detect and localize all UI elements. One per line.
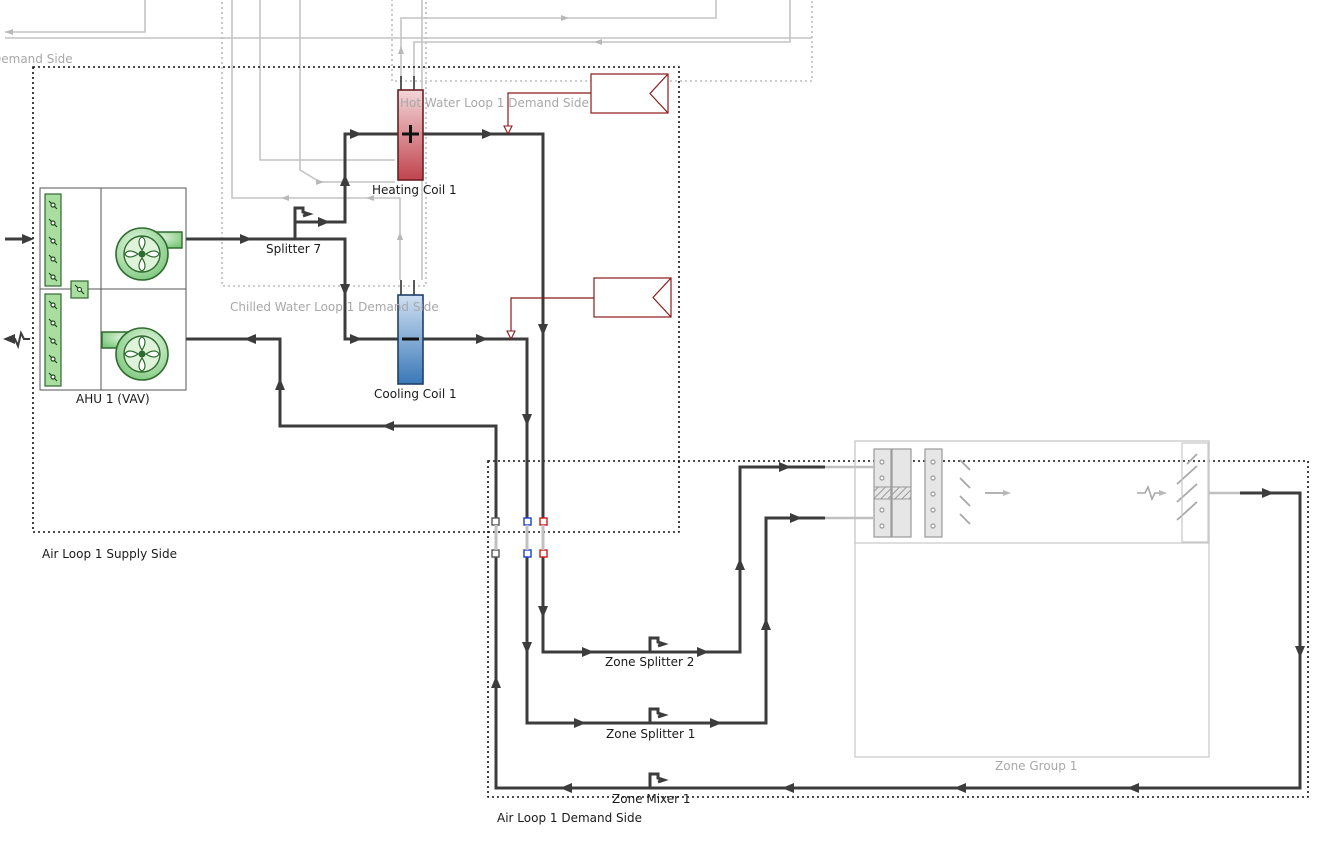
chilled-water-loop-label: Chilled Water Loop 1 Demand Side	[230, 300, 439, 314]
zone-splitter-2-icon[interactable]	[648, 636, 666, 654]
ahu-label: AHU 1 (VAV)	[76, 392, 150, 406]
cooling-coil[interactable]	[397, 280, 424, 385]
coil-heating-icon	[402, 125, 419, 143]
mixer-icon[interactable]	[648, 772, 666, 790]
zone-splitter-1-label: Zone Splitter 1	[606, 727, 695, 741]
cooling-coil-label: Cooling Coil 1	[374, 387, 457, 401]
outdoor-air-damper-icon	[44, 193, 62, 287]
zone-mixer-label: Zone Mixer 1	[612, 792, 691, 806]
demand-side-label: Air Loop 1 Demand Side	[497, 811, 642, 825]
air-loop-piping	[3, 129, 1305, 793]
cooling-setpoint-manager[interactable]	[506, 277, 672, 341]
supply-side-label: Air Loop 1 Supply Side	[42, 547, 177, 561]
mixing-damper-icon	[70, 280, 89, 299]
heating-coil-label: Heating Coil 1	[372, 183, 457, 197]
boundary-nodes	[491, 517, 548, 558]
ahu-unit[interactable]	[39, 187, 187, 391]
thermostat-icon	[1137, 484, 1167, 502]
zone-splitter-1-icon[interactable]	[648, 707, 666, 725]
heating-setpoint-manager[interactable]	[503, 73, 669, 136]
top-demand-side-label: Demand Side	[0, 52, 73, 66]
splitter-7-label: Splitter 7	[266, 242, 321, 256]
zone-group-label: Zone Group 1	[995, 759, 1077, 773]
chilled-water-demand-piping	[221, 0, 427, 287]
zone-splitter-2-label: Zone Splitter 2	[605, 655, 694, 669]
hot-water-loop-label: Hot Water Loop 1 Demand Side	[400, 96, 589, 110]
splitter-icon[interactable]	[293, 206, 311, 224]
zone-group	[825, 440, 1240, 758]
heating-coil[interactable]	[397, 76, 424, 181]
damper-icon	[879, 459, 936, 529]
relief-air-damper-icon	[44, 293, 62, 387]
